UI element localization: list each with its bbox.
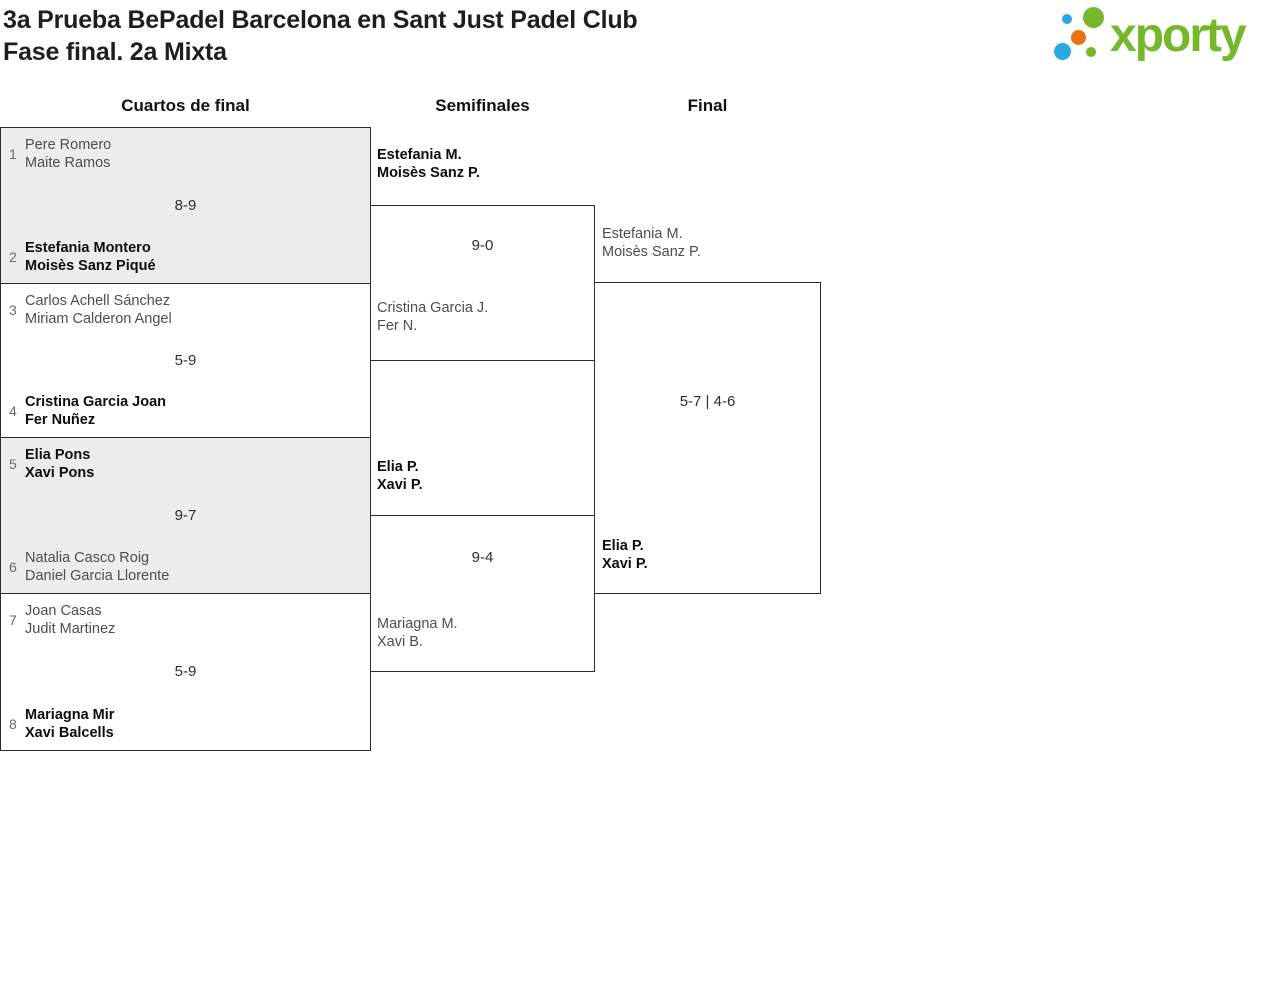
player-name: Daniel Garcia Llorente: [25, 568, 170, 584]
player-name: Fer N.: [377, 318, 418, 334]
player-name: Mariagna M.: [377, 616, 458, 632]
team-names: Estefania Montero Moisès Sanz Piqué: [25, 239, 156, 275]
seed-number: 6: [9, 559, 17, 575]
match-score: 5-7 | 4-6: [679, 393, 736, 410]
page-title-line1: 3a Prueba BePadel Barcelona en Sant Just…: [3, 6, 638, 34]
round-label-semifinals: Semifinales: [435, 96, 530, 115]
seed-number: 7: [9, 612, 17, 628]
player-name: Judit Martinez: [25, 621, 116, 637]
team-row: 5 Elia Pons Xavi Pons: [9, 446, 362, 482]
match-quarterfinal-2: 3 Carlos Achell Sánchez Miriam Calderon …: [0, 283, 371, 438]
player-name: Maite Ramos: [25, 155, 111, 171]
seed-number: 5: [9, 456, 17, 472]
team-names: Elia P. Xavi P.: [377, 458, 423, 494]
team-row: 6 Natalia Casco Roig Daniel Garcia Llore…: [9, 549, 362, 585]
player-name: Cristina Garcia Joan: [25, 394, 167, 410]
player-name: Moisès Sanz P.: [602, 244, 701, 260]
logo-wordmark: xporty: [1110, 9, 1247, 62]
team-row: 4 Cristina Garcia Joan Fer Nuñez: [9, 393, 362, 429]
team-row: 8 Mariagna Mir Xavi Balcells: [9, 706, 362, 742]
match-score: 8-9: [174, 196, 197, 214]
match-score: 9-7: [174, 506, 197, 524]
team-names: Cristina Garcia Joan Fer Nuñez: [25, 393, 166, 429]
logo-dot-icon: [1071, 30, 1086, 45]
seed-number: 8: [9, 716, 17, 732]
match-score: 9-0: [471, 237, 494, 254]
player-name: Miriam Calderon Angel: [25, 311, 172, 327]
player-name: Fer Nuñez: [25, 412, 96, 428]
logo-dot-icon: [1062, 14, 1072, 24]
seed-number: 1: [9, 146, 17, 162]
match-score: 5-9: [174, 351, 197, 369]
seed-number: 2: [9, 249, 17, 265]
player-name: Xavi Balcells: [25, 725, 114, 741]
team-row: 7 Joan Casas Judit Martinez: [9, 602, 362, 638]
player-name: Carlos Achell Sánchez: [25, 293, 171, 309]
logo-dot-icon: [1054, 43, 1071, 60]
team-row: 3 Carlos Achell Sánchez Miriam Calderon …: [9, 292, 362, 328]
team-names: Estefania M. Moisès Sanz P.: [377, 146, 480, 182]
player-name: Cristina Garcia J.: [377, 300, 489, 316]
seed-number: 4: [9, 403, 17, 419]
match-quarterfinal-3: 5 Elia Pons Xavi Pons 9-7 6 Natalia Casc…: [0, 437, 371, 594]
team-row: 1 Pere Romero Maite Ramos: [9, 136, 362, 172]
match-semifinal-1: [370, 205, 595, 361]
team-row: 2 Estefania Montero Moisès Sanz Piqué: [9, 239, 362, 275]
match-score: 5-9: [174, 663, 197, 680]
player-name: Mariagna Mir: [25, 707, 115, 723]
player-name: Xavi P.: [377, 477, 423, 493]
player-name: Moisès Sanz P.: [377, 165, 480, 181]
team-names: Pere Romero Maite Ramos: [25, 136, 111, 172]
team-names: Joan Casas Judit Martinez: [25, 602, 115, 638]
match-score: 9-4: [471, 549, 494, 566]
player-name: Natalia Casco Roig: [25, 550, 150, 566]
match-final: [594, 282, 821, 594]
team-names: Cristina Garcia J. Fer N.: [377, 299, 488, 335]
logo-dot-icon: [1086, 47, 1096, 57]
team-names: Mariagna M. Xavi B.: [377, 615, 458, 651]
player-name: Pere Romero: [25, 137, 112, 153]
player-name: Xavi Pons: [25, 465, 95, 481]
player-name: Estefania Montero: [25, 240, 151, 256]
player-name: Elia P.: [377, 459, 419, 475]
match-quarterfinal-1: 1 Pere Romero Maite Ramos 8-9 2 Estefani…: [0, 127, 371, 284]
player-name: Joan Casas: [25, 603, 102, 619]
match-quarterfinal-4: 7 Joan Casas Judit Martinez 5-9 8 Mariag…: [0, 593, 371, 751]
player-name: Elia Pons: [25, 447, 91, 463]
page-title: 3a Prueba BePadel Barcelona en Sant Just…: [3, 4, 638, 68]
team-names: Elia Pons Xavi Pons: [25, 446, 94, 482]
team-names: Estefania M. Moisès Sanz P.: [602, 225, 701, 261]
player-name: Estefania M.: [377, 147, 462, 163]
team-names: Natalia Casco Roig Daniel Garcia Llorent…: [25, 549, 169, 585]
team-names: Elia P. Xavi P.: [602, 537, 648, 573]
seed-number: 3: [9, 302, 17, 318]
player-name: Xavi B.: [377, 634, 423, 650]
player-name: Estefania M.: [602, 226, 683, 242]
player-name: Elia P.: [602, 538, 644, 554]
round-label-quarterfinals: Cuartos de final: [121, 96, 250, 115]
round-label-final: Final: [687, 96, 728, 115]
team-names: Mariagna Mir Xavi Balcells: [25, 706, 114, 742]
logo-dot-icon: [1083, 7, 1104, 28]
page-title-line2: Fase final. 2a Mixta: [3, 38, 227, 66]
xporty-logo[interactable]: xporty: [1050, 0, 1280, 78]
player-name: Xavi P.: [602, 556, 648, 572]
team-names: Carlos Achell Sánchez Miriam Calderon An…: [25, 292, 172, 328]
player-name: Moisès Sanz Piqué: [25, 258, 156, 274]
